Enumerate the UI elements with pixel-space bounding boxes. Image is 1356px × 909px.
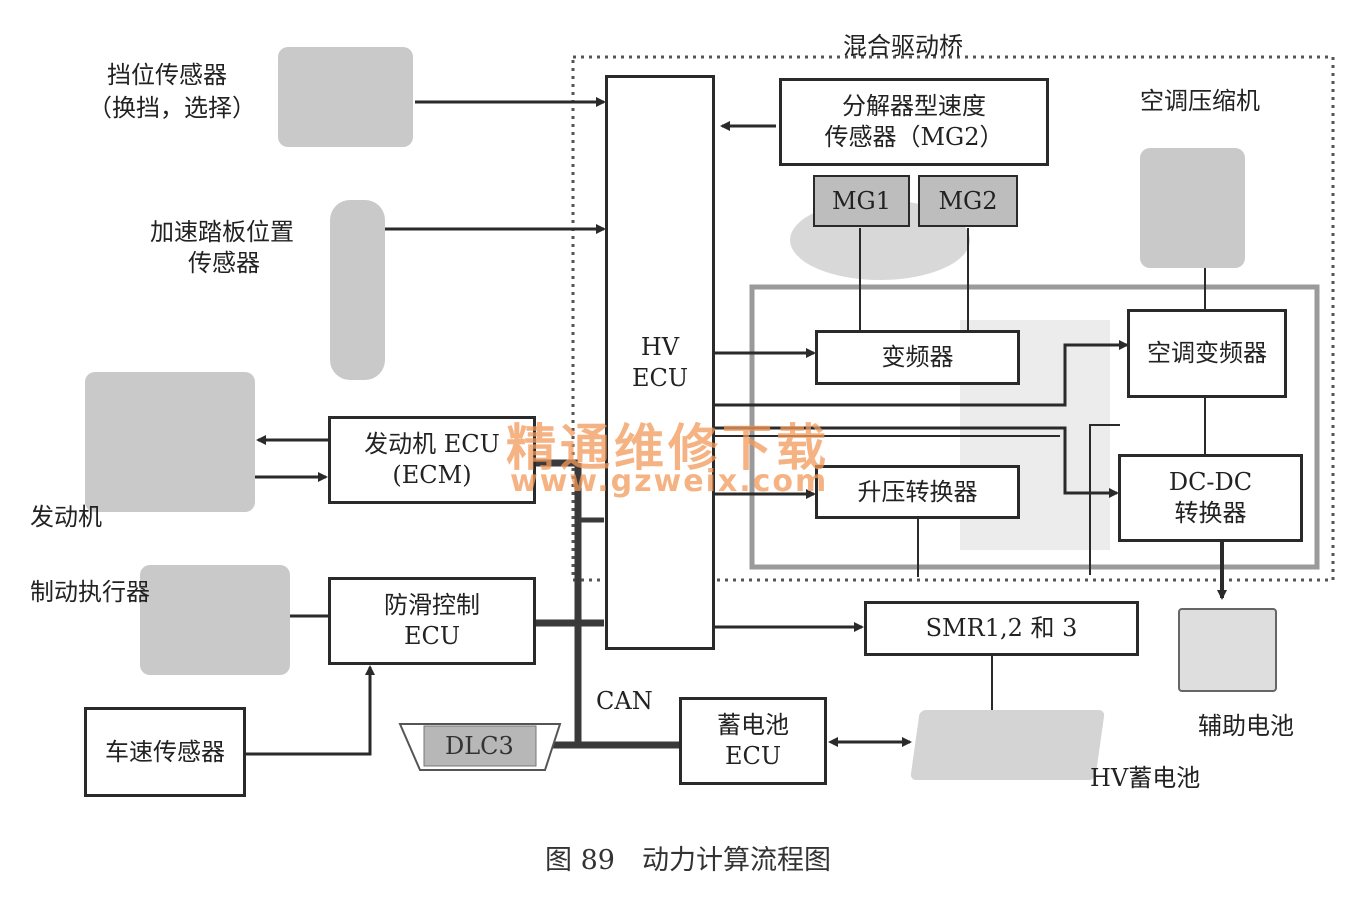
dcdc-line1: DC-DC — [1168, 468, 1253, 496]
skid-ecu-line1: 防滑控制 — [384, 591, 480, 619]
battery-ecu-line2: ECU — [724, 742, 782, 770]
hybrid-axle-frame — [571, 55, 1335, 582]
resolver-line2: 传感器（MG2） — [824, 123, 1004, 151]
watermark-url: www.gzweix.com — [510, 464, 829, 499]
dlc3-label: DLC3 — [445, 732, 514, 760]
ac-compressor-photo — [1140, 148, 1245, 268]
speed-to-skid — [245, 665, 375, 756]
ac-compressor-label: 空调压缩机 — [1140, 87, 1260, 115]
shift-sensor-sublabel: （换挡，选择） — [88, 94, 256, 122]
figure-caption: 图 89 动力计算流程图 — [545, 845, 831, 876]
hv-ecu-line1: HV — [640, 332, 680, 361]
aux-battery-photo — [1178, 608, 1277, 692]
boost-converter-box: 升压转换器 — [815, 465, 1020, 519]
brake-actuator-photo — [140, 565, 290, 675]
engine-ecu-line1: 发动机 ECU — [364, 429, 500, 460]
ac-inverter-label: 空调变频器 — [1147, 339, 1267, 367]
brake-actuator-label: 制动执行器 — [30, 578, 150, 606]
hv-battery-photo — [910, 710, 1105, 780]
resolver-box: 分解器型速度 传感器（MG2） — [779, 78, 1049, 166]
hv-ecu-line2: ECU — [631, 363, 689, 392]
battery-ecu-box: 蓄电池 ECU — [679, 697, 827, 785]
mg2-box: MG2 — [918, 175, 1018, 227]
engine-ecu-suffix: ECU — [443, 430, 500, 458]
mg1-box: MG1 — [813, 175, 910, 227]
aux-battery-label: 辅助电池 — [1198, 712, 1294, 740]
engine-ecu-name: 发动机 — [364, 430, 437, 458]
engine-photo — [85, 372, 255, 512]
speed-sensor-box: 车速传感器 — [84, 707, 246, 797]
skid-ecu-line2: ECU — [403, 622, 461, 650]
shift-sensor-label: 挡位传感器 — [107, 61, 227, 89]
ac-inverter-box: 空调变频器 — [1127, 309, 1287, 398]
accel-sensor-label: 加速踏板位置 — [150, 218, 294, 246]
engine-label: 发动机 — [30, 503, 102, 531]
smr-label: SMR1,2 和 3 — [925, 614, 1078, 642]
resolver-line1: 分解器型速度 — [842, 92, 986, 120]
shift-sensor-photo — [278, 47, 413, 147]
hybrid-axle-label: 混合驱动桥 — [843, 32, 963, 60]
inverter-box: 变频器 — [815, 330, 1020, 385]
inverter-label: 变频器 — [881, 343, 954, 371]
accel-pedal-photo — [330, 200, 385, 380]
skid-control-ecu-box: 防滑控制 ECU — [328, 577, 536, 665]
watermark-text: 精通维修下载 — [506, 418, 830, 477]
can-label: CAN — [596, 687, 653, 715]
accel-sensor-sublabel: 传感器 — [188, 249, 260, 277]
engine-ecu-box: 发动机 ECU (ECM) — [328, 416, 536, 504]
dcdc-box: DC-DC 转换器 — [1118, 454, 1303, 542]
dcdc-line2: 转换器 — [1174, 499, 1247, 527]
mg1-label: MG1 — [831, 186, 891, 215]
hv-ecu-box: HV ECU — [605, 75, 715, 650]
boost-converter-label: 升压转换器 — [857, 477, 978, 506]
hv-battery-label: HV蓄电池 — [1090, 764, 1201, 792]
battery-ecu-line1: 蓄电池 — [717, 711, 789, 739]
engine-ecu-line2: (ECM) — [392, 461, 472, 489]
mg2-label: MG2 — [938, 186, 998, 215]
hv-to-ac-inverter — [715, 340, 1129, 407]
speed-sensor-label: 车速传感器 — [105, 737, 225, 766]
smr-box: SMR1,2 和 3 — [864, 601, 1139, 656]
